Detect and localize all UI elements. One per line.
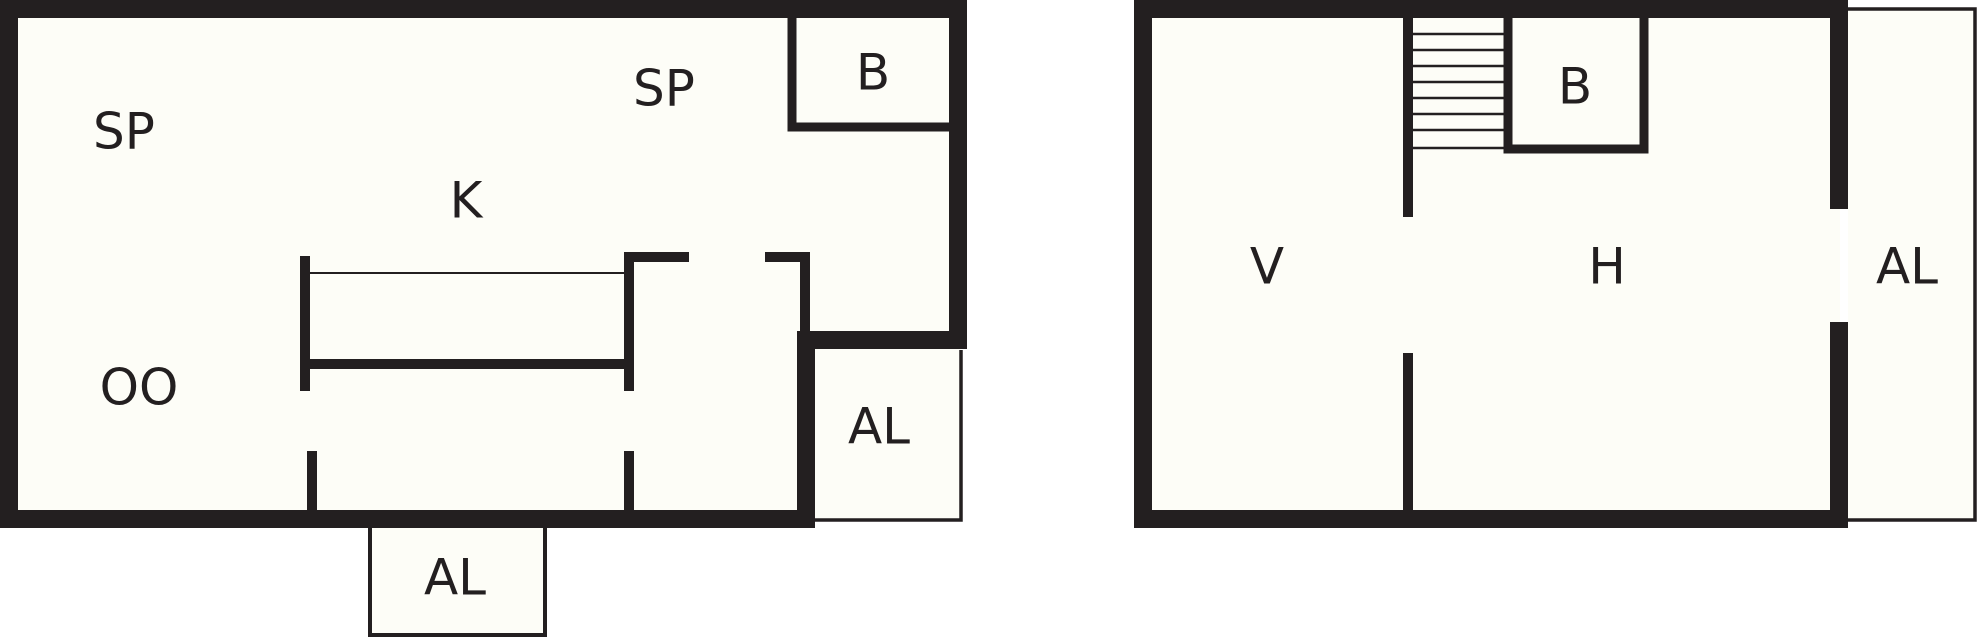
left-annex-bottom-wall <box>368 527 547 637</box>
right-wall-upper <box>1830 0 1848 209</box>
room-label-h: H <box>1588 238 1626 296</box>
left-partition-beam <box>306 359 626 369</box>
room-label-al-bottom: AL <box>424 549 486 607</box>
left-partition-stub-b <box>765 252 810 262</box>
right-outer-wall <box>1134 0 1848 528</box>
right-annex-wall <box>1848 7 1977 522</box>
left-annex-right-floor <box>808 346 961 520</box>
right-wall-lower <box>1830 322 1848 528</box>
left-partition-post-b <box>624 252 634 391</box>
right-annex-floor <box>1848 9 1976 520</box>
left-annex-bottom-floor <box>369 520 546 635</box>
room-label-al-annex: AL <box>1876 238 1938 296</box>
room-label-b-right: B <box>1558 58 1592 116</box>
right-main-floor <box>1135 9 1840 519</box>
room-label-v: V <box>1250 238 1284 296</box>
right-partition-lower <box>1403 353 1413 519</box>
right-bathroom-wall <box>1503 9 1649 154</box>
room-label-k: K <box>450 172 484 230</box>
left-annex-right-wall <box>812 350 963 522</box>
right-floor-plan: V B H AL <box>1134 0 1977 528</box>
left-door-jamb-b <box>624 451 634 519</box>
room-label-al-right: AL <box>848 398 910 456</box>
left-floor-plan: SP SP B K OO AL AL <box>0 0 967 637</box>
left-partition-post-a <box>300 256 310 391</box>
left-door-jamb-a <box>307 451 317 519</box>
staircase <box>1413 32 1504 150</box>
left-partition-post-c <box>800 252 810 340</box>
room-label-oo: OO <box>100 359 179 417</box>
right-partition-upper <box>1403 9 1413 217</box>
room-label-sp-right: SP <box>633 60 695 118</box>
left-partition-stub-a <box>624 252 689 262</box>
room-label-sp-left: SP <box>93 103 155 161</box>
room-label-b-left: B <box>856 44 890 102</box>
left-bathroom-wall <box>787 14 958 132</box>
